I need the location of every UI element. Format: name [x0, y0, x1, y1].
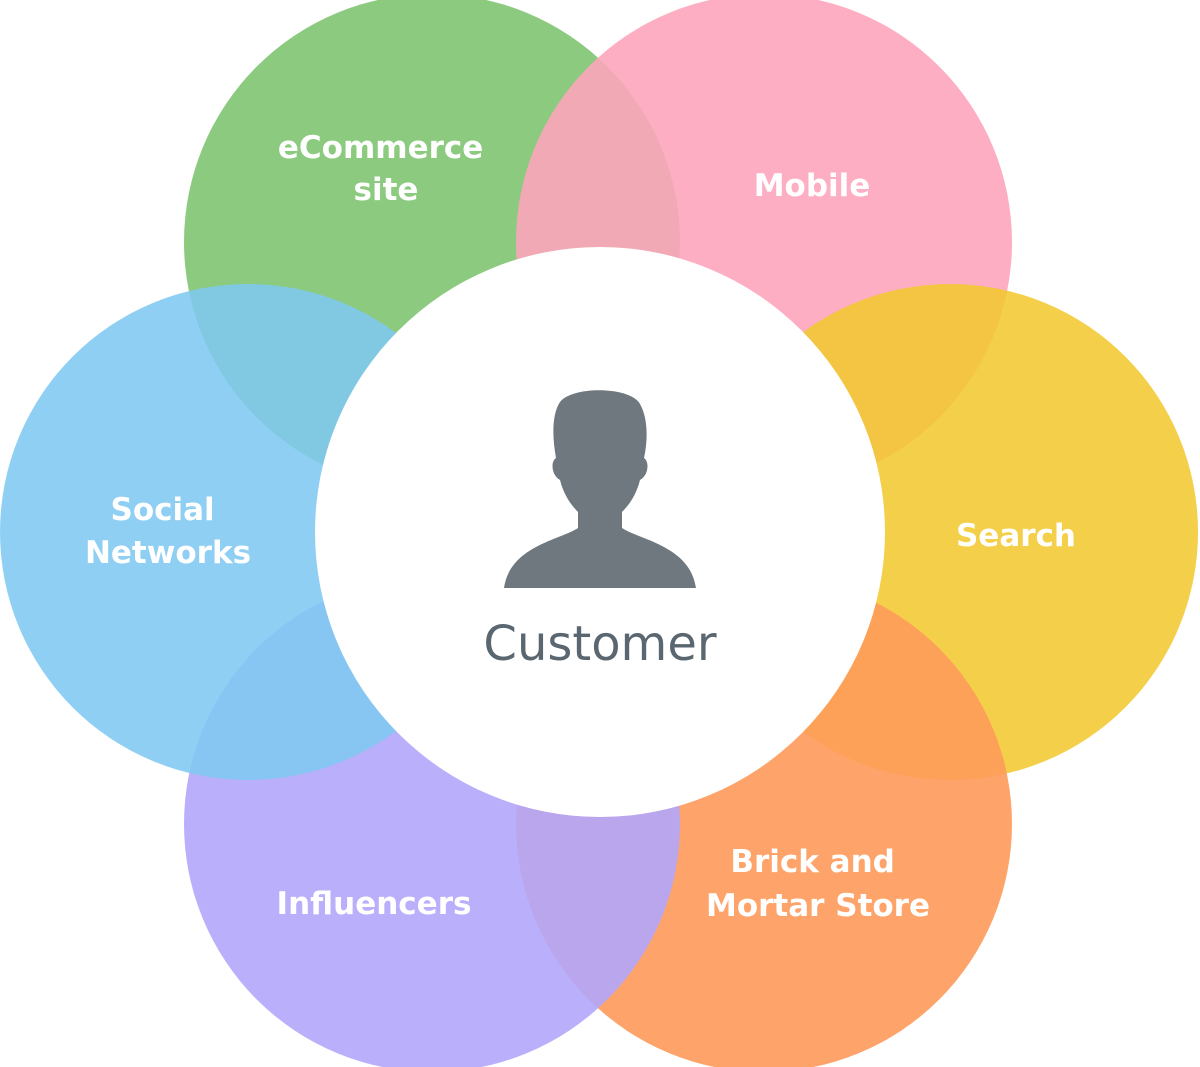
label-influencers: Influencers	[277, 886, 472, 922]
label-mobile: Mobile	[754, 168, 871, 204]
label-search: Search	[956, 518, 1076, 554]
label-ecommerce-line-2: site	[354, 172, 419, 208]
label-brick-and-mortar-line-1: Brick and	[730, 844, 895, 880]
label-search-line-1: Search	[956, 518, 1076, 554]
channel-labels: eCommerce site Mobile Search Brick and M…	[85, 130, 1076, 924]
person-silhouette-icon	[504, 390, 696, 588]
label-brick-and-mortar-line-2: Mortar Store	[706, 888, 930, 924]
label-ecommerce: eCommerce site	[278, 130, 494, 208]
label-ecommerce-line-1: eCommerce	[278, 130, 483, 166]
label-social-networks-line-2: Networks	[85, 535, 251, 571]
label-brick-and-mortar: Brick and Mortar Store	[706, 844, 930, 924]
center-label: Customer	[483, 616, 716, 672]
label-social-networks: Social Networks	[85, 492, 251, 571]
label-mobile-line-1: Mobile	[754, 168, 871, 204]
label-social-networks-line-1: Social	[111, 492, 215, 528]
label-influencers-line-1: Influencers	[277, 886, 472, 922]
